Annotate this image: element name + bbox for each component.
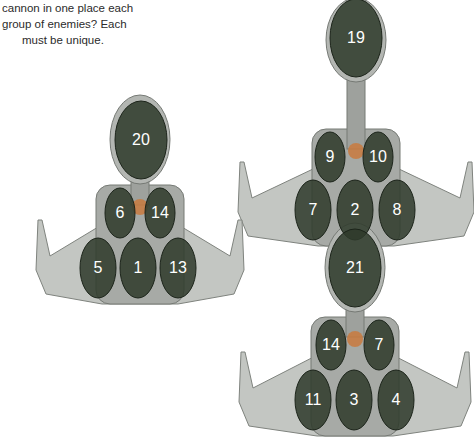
instruction-text: cannon in one place each [2, 3, 133, 15]
target-oval: 6 [104, 187, 136, 239]
oval-shape [329, 229, 381, 307]
callout-number: 14 [151, 205, 169, 221]
callout-number: 3 [350, 392, 359, 408]
callout-number: 20 [132, 132, 150, 148]
target-oval: 11 [294, 369, 332, 431]
callout-number: 13 [169, 260, 187, 276]
target-oval: 7 [294, 179, 332, 241]
oval-shape [160, 238, 196, 298]
ship-nose [110, 95, 170, 184]
target-oval: 19 [329, 0, 383, 78]
callout-number: 9 [326, 149, 335, 165]
oval-shape [379, 180, 415, 240]
target-oval: 14 [315, 319, 347, 371]
oval-shape [316, 320, 346, 370]
ship-nose [325, 223, 385, 312]
target-oval: 20 [114, 100, 168, 180]
callout-number: 19 [347, 30, 365, 46]
ship-core [348, 143, 364, 159]
oval-shape [330, 0, 382, 77]
oval-shape [80, 238, 116, 298]
spaceship [36, 95, 244, 304]
oval-shape [105, 188, 135, 238]
oval-shape [295, 180, 331, 240]
oval-shape [120, 238, 156, 298]
target-oval: 7 [363, 319, 395, 371]
oval-shape [364, 320, 394, 370]
oval-shape [378, 370, 414, 430]
target-oval: 5 [79, 237, 117, 299]
target-oval: 1 [119, 237, 157, 299]
callout-number: 2 [351, 202, 360, 218]
instruction-text: must be unique. [22, 35, 104, 47]
target-oval: 13 [159, 237, 197, 299]
callout-number: 21 [346, 260, 364, 276]
target-oval: 14 [144, 187, 176, 239]
oval-shape [363, 132, 393, 182]
oval-shape [295, 370, 331, 430]
callout-number: 7 [309, 202, 318, 218]
callout-number: 14 [322, 337, 340, 353]
target-oval: 10 [362, 131, 394, 183]
callout-number: 4 [392, 392, 401, 408]
oval-shape [315, 132, 345, 182]
callout-number: 10 [369, 149, 387, 165]
target-oval: 3 [335, 369, 373, 431]
target-oval: 21 [328, 228, 382, 308]
callout-number: 11 [305, 392, 322, 408]
spaceship [238, 0, 474, 246]
instruction-text: group of enemies? Each [2, 19, 127, 31]
callout-number: 1 [134, 260, 143, 276]
callout-number: 7 [375, 337, 384, 353]
ship-nose [326, 0, 386, 82]
callout-number: 5 [94, 260, 103, 276]
oval-shape [336, 370, 372, 430]
target-oval: 4 [377, 369, 415, 431]
target-oval: 8 [378, 179, 416, 241]
ship-core [347, 331, 363, 347]
callout-number: 8 [393, 202, 402, 218]
spaceship [239, 223, 471, 436]
oval-shape [145, 188, 175, 238]
callout-number: 6 [116, 205, 125, 221]
target-oval: 9 [314, 131, 346, 183]
oval-shape [115, 101, 167, 179]
